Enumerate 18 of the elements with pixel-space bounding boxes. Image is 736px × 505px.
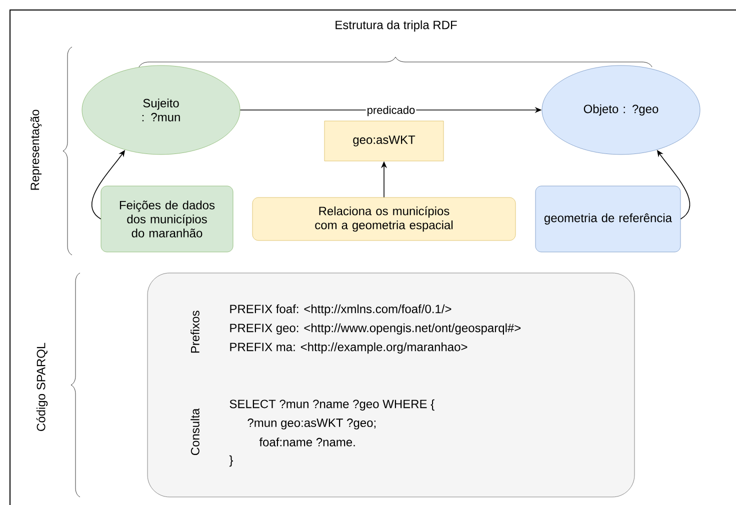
group-label: Prefixos: [190, 310, 200, 353]
edge-label: predicado: [366, 104, 416, 118]
section-label: Código SPARQL: [36, 342, 48, 431]
code-panel: [147, 272, 635, 498]
code-line: SELECT ?mun ?name ?geo WHERE {: [230, 399, 434, 411]
code-line: }: [229, 455, 233, 467]
heading: Estrutura da tripla RDF: [336, 20, 457, 32]
description-box: geometria de referência: [535, 186, 681, 252]
section-label: Representação: [30, 110, 42, 190]
code-line: PREFIX ma: <http://example.org/maranhao>: [230, 342, 468, 354]
description-box: Feições de dados dos municípios do maranhão: [100, 186, 234, 252]
code-line: PREFIX foaf: <http://xmlns.com/foaf/0.1/>: [230, 304, 452, 316]
code-line: PREFIX geo: <http://www.opengis.net/ont/geosparql#>: [230, 323, 521, 335]
code-line: ?mun geo:asWKT ?geo;: [248, 418, 376, 430]
description-box: Relaciona os municípios com a geometria espacial: [252, 197, 516, 241]
code-line: foaf:name ?name.: [259, 438, 355, 446]
predicate-box: geo:asWKT: [324, 120, 444, 162]
group-label: Consulta: [190, 408, 200, 456]
